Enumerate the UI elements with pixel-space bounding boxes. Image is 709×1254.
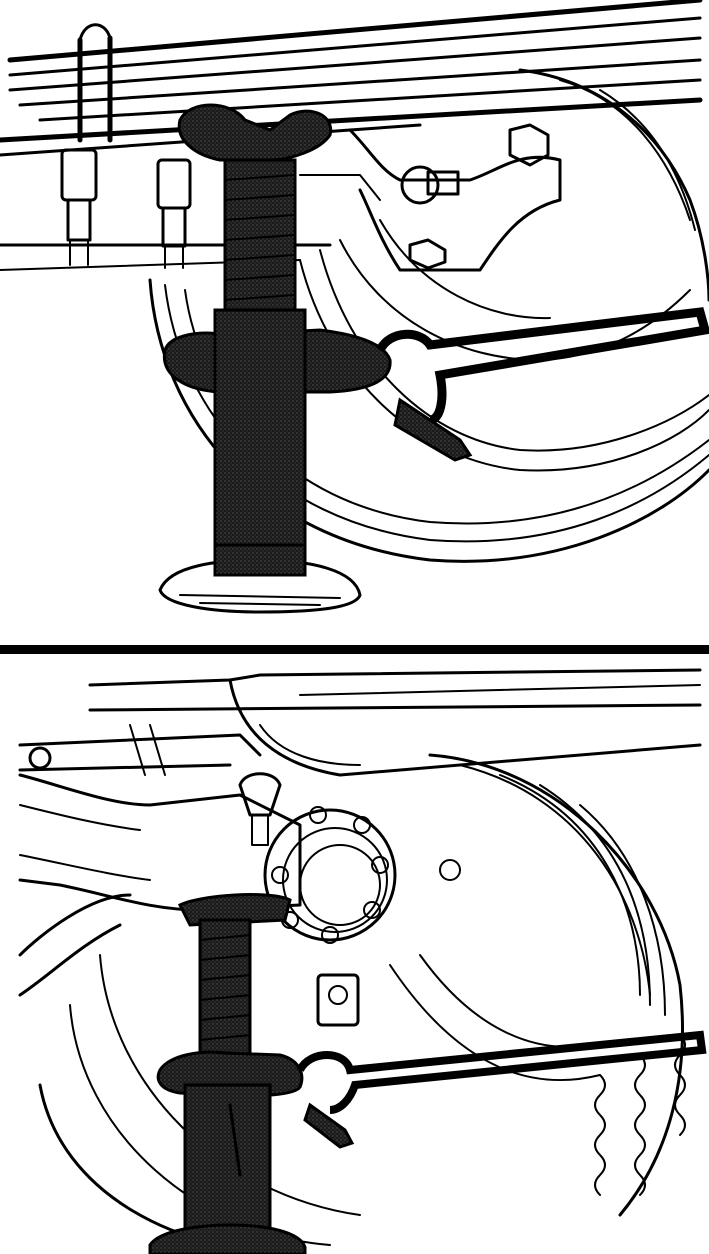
leaf-spring-drawing	[0, 0, 703, 271]
spring-studs-drawing	[60, 148, 192, 269]
panel-divider	[0, 645, 709, 654]
axle-housing-drawing	[18, 772, 461, 1027]
jack-under-spring-drawing	[0, 0, 709, 614]
screw-jack-drawing	[148, 893, 707, 1254]
screw-jack-drawing	[158, 103, 709, 614]
top-illustration-panel	[0, 0, 709, 614]
axle-hardware-drawing	[299, 123, 562, 272]
bottom-illustration-panel	[0, 655, 709, 1254]
jack-under-axle-drawing	[18, 668, 707, 1254]
frame-drawing	[18, 668, 702, 777]
